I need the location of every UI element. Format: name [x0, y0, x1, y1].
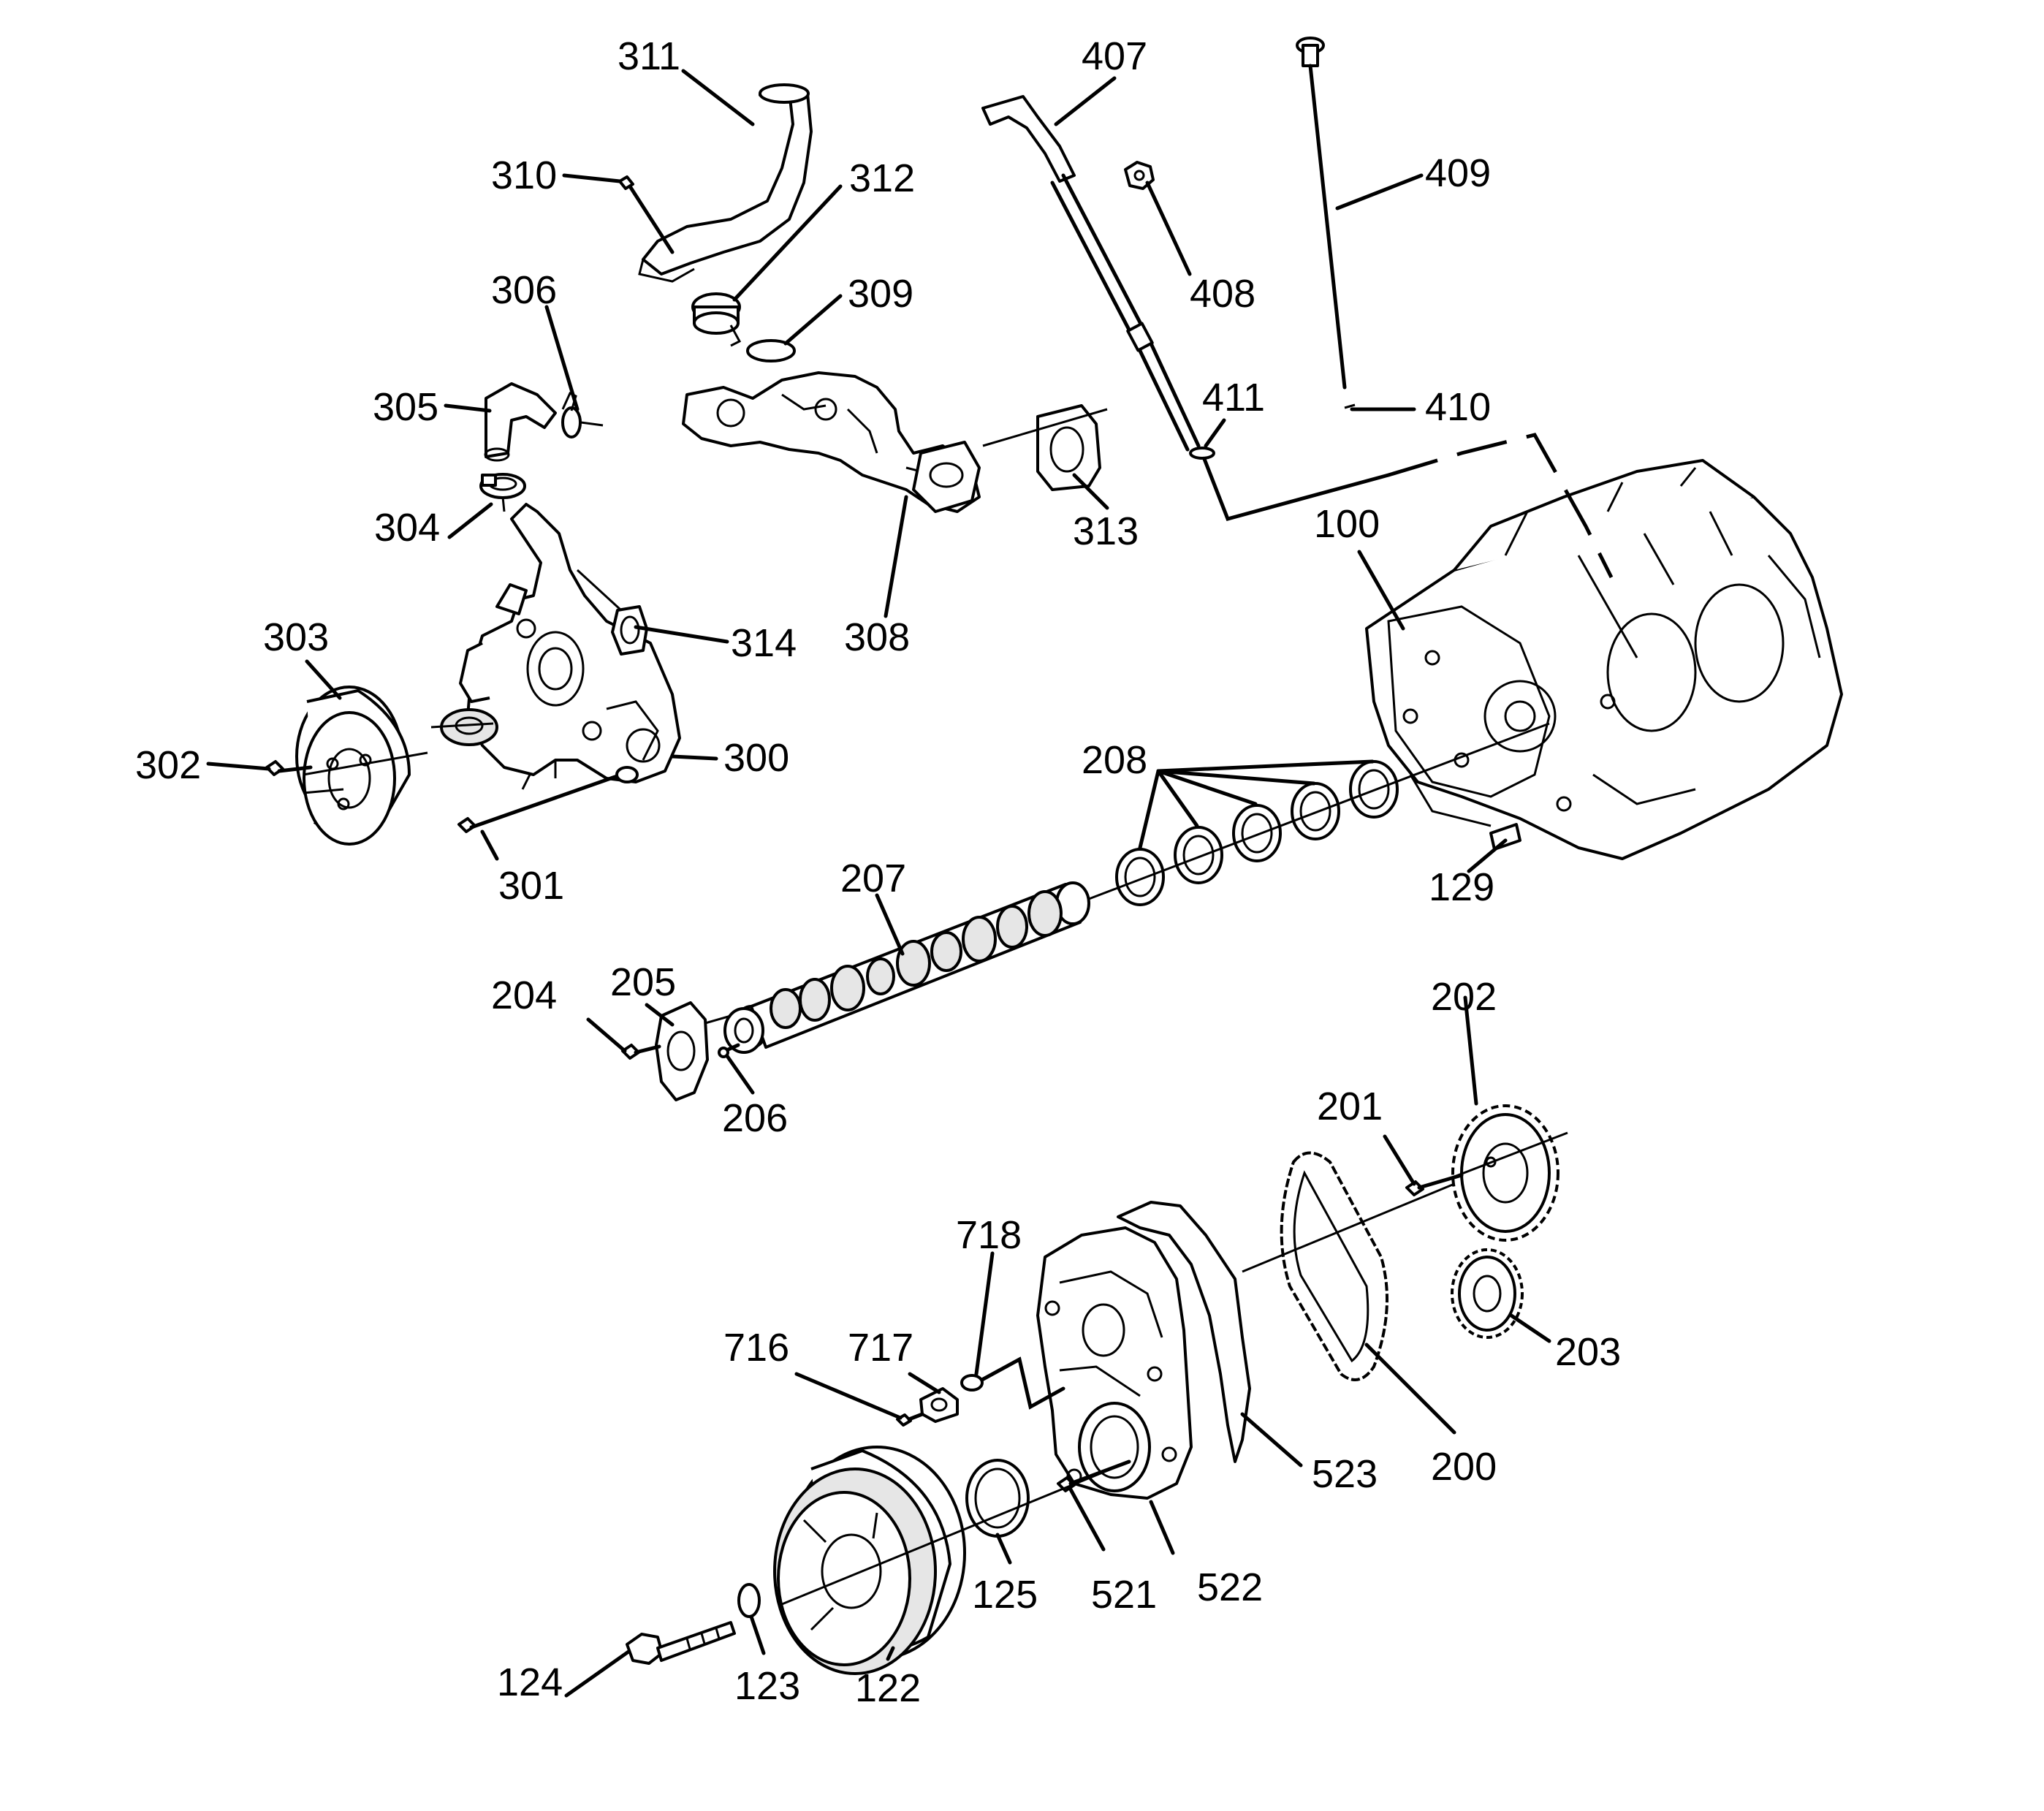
label-312: 312: [849, 156, 915, 200]
label-314: 314: [731, 621, 797, 665]
dipstick-guide-line: [1202, 457, 1391, 522]
label-310: 310: [491, 153, 557, 197]
sprocket-axis-line: [1454, 1131, 1568, 1178]
leader-lines: [206, 69, 1551, 1698]
label-308: 308: [844, 615, 910, 659]
sensor-o-ring: [960, 1374, 984, 1392]
label-202: 202: [1431, 975, 1497, 1019]
label-302: 302: [135, 743, 201, 787]
label-203: 203: [1555, 1330, 1621, 1374]
label-305: 305: [373, 385, 438, 429]
water-pump: [430, 503, 681, 790]
label-521: 521: [1091, 1573, 1157, 1617]
label-411: 411: [1202, 376, 1265, 419]
label-407: 407: [1082, 34, 1147, 78]
retainer-bolt: [621, 1044, 661, 1060]
label-204: 204: [491, 973, 557, 1017]
crankshaft-balancer: [773, 1446, 966, 1675]
balancer-bolt: [626, 1621, 736, 1665]
front-cover: [1036, 1226, 1193, 1500]
label-125: 125: [972, 1573, 1038, 1617]
balancer-washer: [737, 1583, 761, 1618]
label-313: 313: [1073, 509, 1139, 553]
camshaft-retainer: [655, 1001, 732, 1101]
balancer-axis-line: [781, 1460, 1130, 1606]
camshaft-bearings: [1115, 760, 1399, 906]
heater-hose-elbow: [484, 382, 557, 462]
label-523: 523: [1312, 1452, 1378, 1496]
label-123: 123: [734, 1664, 800, 1708]
hose-clamp-upper: [561, 391, 604, 438]
crankshaft-sprocket: [1451, 1248, 1524, 1339]
label-311: 311: [618, 34, 680, 78]
label-300: 300: [723, 736, 789, 780]
thermostat: [691, 292, 742, 347]
sensor-bolt: [896, 1412, 924, 1427]
water-pump-gasket: [611, 605, 648, 656]
crankshaft-front-seal: [965, 1459, 1030, 1538]
water-pipe-gasket: [1036, 404, 1101, 491]
pump-gasket-guide: [576, 569, 623, 612]
label-408: 408: [1190, 272, 1255, 316]
label-201: 201: [1317, 1085, 1383, 1128]
label-200: 200: [1431, 1445, 1497, 1489]
label-522: 522: [1197, 1565, 1263, 1609]
label-124: 124: [497, 1660, 563, 1704]
label-717: 717: [848, 1326, 913, 1370]
camshaft-dowel-pin: [718, 1043, 740, 1058]
camshaft-sprocket: [1451, 1104, 1559, 1242]
water-pump-bolt: [457, 766, 639, 833]
label-306: 306: [491, 268, 557, 312]
dipstick-o-ring: [1189, 447, 1215, 460]
dipstick-guide-dashed: [1388, 433, 1614, 579]
block-plug: [1489, 823, 1521, 851]
label-716: 716: [723, 1326, 789, 1370]
label-304: 304: [374, 506, 440, 550]
dipstick-tube: [981, 95, 1201, 452]
timing-chain: [1280, 1151, 1388, 1381]
pulley-bolt: [265, 760, 313, 776]
dipstick: [1296, 37, 1347, 390]
label-409: 409: [1425, 151, 1491, 195]
engine-block: [1365, 459, 1843, 860]
label-122: 122: [855, 1666, 921, 1710]
label-309: 309: [848, 272, 913, 316]
outlet-bolt: [618, 175, 675, 254]
hose-clamp-lower: [479, 473, 526, 512]
label-301: 301: [498, 864, 564, 908]
label-206: 206: [722, 1096, 788, 1140]
water-crossover-pipe: [682, 371, 981, 513]
chain-axis-line: [1242, 1182, 1455, 1273]
thermostat-seal: [746, 339, 796, 362]
gasket-guide-line: [982, 408, 1108, 447]
label-718: 718: [956, 1213, 1022, 1257]
label-205: 205: [610, 960, 676, 1004]
label-129: 129: [1429, 865, 1494, 909]
camshaft: [723, 881, 1090, 1054]
water-outlet-elbow: [638, 83, 813, 283]
label-208: 208: [1082, 738, 1147, 782]
camshaft-axis-line: [1088, 722, 1550, 900]
callout-labels: 311 310 312 309 306 305 304 308 313 407 …: [135, 34, 1621, 1710]
label-303: 303: [263, 615, 329, 659]
water-pump-pulley: [295, 686, 428, 846]
dipstick-end-clip: [1344, 403, 1356, 409]
sensor-guide-line: [977, 1356, 1065, 1410]
label-410: 410: [1425, 385, 1491, 429]
front-cover-gasket: [1117, 1201, 1251, 1463]
label-207: 207: [840, 857, 906, 900]
label-100: 100: [1314, 502, 1380, 546]
